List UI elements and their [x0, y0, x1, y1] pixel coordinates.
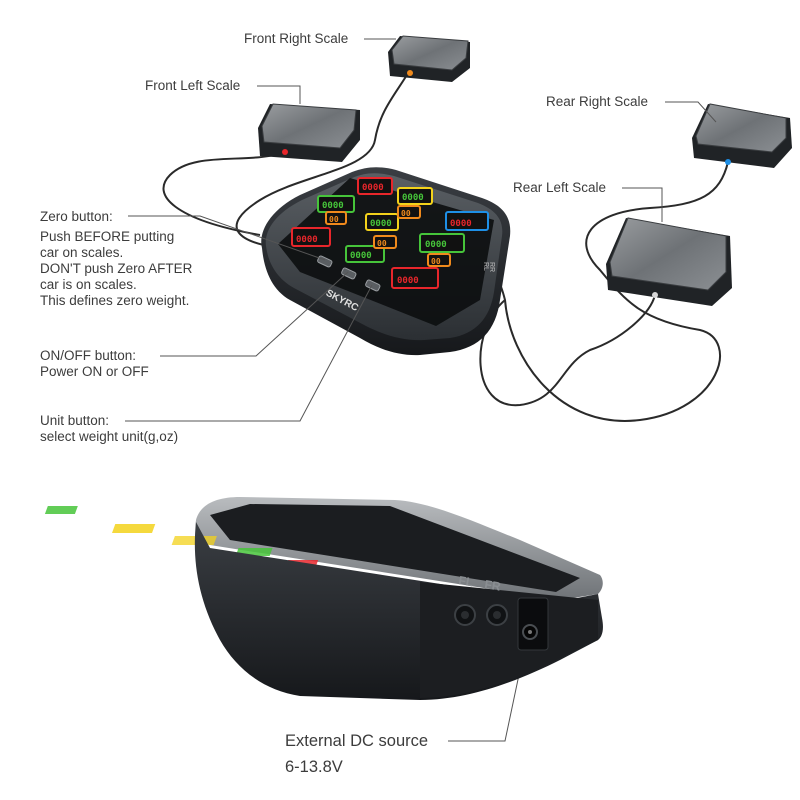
- digits: 0000: [402, 193, 424, 203]
- unit-button-desc: select weight unit(g,oz): [40, 429, 178, 445]
- panel-color-strip: [112, 524, 155, 533]
- blue-connector: [725, 159, 731, 165]
- rear-left-scale-label: Rear Left Scale: [513, 180, 606, 196]
- digits: 0000: [362, 183, 384, 193]
- zero-button-line: DON'T push Zero AFTER: [40, 261, 192, 277]
- onoff-button-annotation: ON/OFF button: Power ON or OFF: [40, 348, 149, 380]
- front-left-scale: [258, 104, 360, 162]
- side-mark-rl: RL: [482, 262, 489, 271]
- red-connector: [282, 149, 288, 155]
- digits: 0000: [296, 235, 318, 245]
- rear-right-scale: [692, 104, 792, 168]
- digits: 0000: [397, 276, 419, 286]
- rear-left-scale: [606, 218, 732, 306]
- front-right-scale: [388, 36, 470, 82]
- zero-button-line: car is on scales.: [40, 277, 192, 293]
- digits: 0000: [450, 219, 472, 229]
- orange-connector: [407, 70, 413, 76]
- back-mark-fl: FL: [457, 573, 474, 589]
- weighing-device-top-view: 0000 0000 0000 0000 0000 0000 0000 0000 …: [261, 167, 510, 355]
- digits: 00: [401, 209, 411, 218]
- front-right-scale-label: Front Right Scale: [244, 31, 348, 47]
- digits: 00: [377, 239, 387, 248]
- digits: 0000: [322, 201, 344, 211]
- leader-rear-left: [622, 188, 662, 222]
- zero-button-line: This defines zero weight.: [40, 293, 192, 309]
- side-mark-rr: RR: [488, 262, 495, 272]
- front-left-scale-label: Front Left Scale: [145, 78, 240, 94]
- rear-right-scale-label: Rear Right Scale: [546, 94, 648, 110]
- digits: 00: [431, 257, 441, 266]
- zero-button-line: car on scales.: [40, 245, 192, 261]
- zero-button-annotation: Zero button: Push BEFORE putting car on …: [40, 209, 192, 309]
- unit-button-title: Unit button:: [40, 413, 178, 429]
- panel-color-strip: [172, 536, 217, 545]
- zero-button-title: Zero button:: [40, 209, 192, 225]
- unit-button-annotation: Unit button: select weight unit(g,oz): [40, 413, 178, 445]
- dc-source-title: External DC source: [285, 730, 428, 752]
- digits: 00: [329, 215, 339, 224]
- back-mark-fr: FR: [483, 577, 502, 594]
- onoff-button-title: ON/OFF button:: [40, 348, 149, 364]
- dc-source-voltage: 6-13.8V: [285, 756, 428, 778]
- digits: 0000: [350, 251, 372, 261]
- zero-button-line: Push BEFORE putting: [40, 229, 192, 245]
- weighing-device-side-view: FL FR: [45, 497, 603, 700]
- dc-source-annotation: External DC source 6-13.8V: [285, 730, 428, 778]
- white-connector: [652, 292, 658, 298]
- panel-color-strip: [45, 506, 78, 514]
- digits: 0000: [370, 219, 392, 229]
- onoff-button-desc: Power ON or OFF: [40, 364, 149, 380]
- digits: 0000: [425, 240, 447, 250]
- leader-front-left: [257, 86, 300, 104]
